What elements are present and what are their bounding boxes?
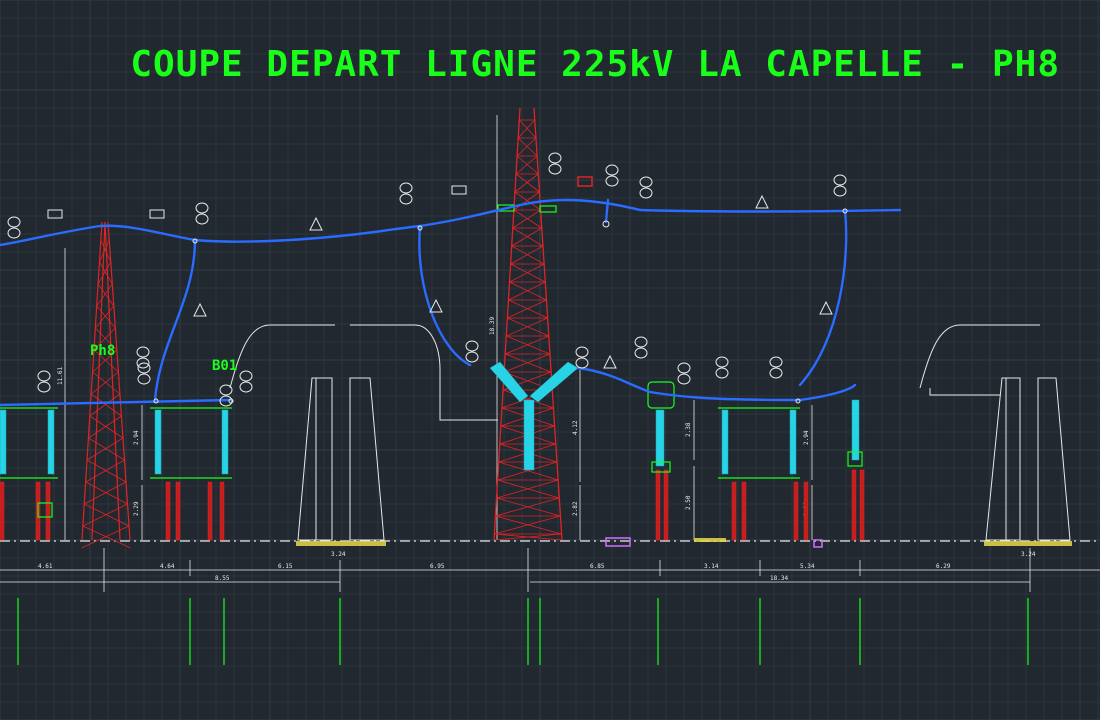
foundation-bases — [296, 537, 1072, 548]
label-ph8: Ph8 — [90, 343, 115, 359]
gantry-outlines — [229, 324, 1071, 541]
svg-text:2.82: 2.82 — [572, 501, 579, 516]
svg-text:2.94: 2.94 — [133, 430, 140, 445]
svg-text:4.61: 4.61 — [38, 563, 53, 570]
conductor-markers — [153, 208, 848, 404]
svg-text:2.29: 2.29 — [133, 501, 140, 516]
svg-text:6.15: 6.15 — [278, 563, 293, 570]
tower-central — [493, 107, 563, 541]
annotation-balloons — [7, 152, 847, 407]
tower-central-bracing — [493, 119, 563, 541]
drawing-title: COUPE DEPART LIGNE 225kV LA CAPELLE - PH… — [130, 44, 1060, 85]
svg-text:6.29: 6.29 — [936, 563, 951, 570]
svg-text:4.64: 4.64 — [160, 563, 175, 570]
svg-text:4.12: 4.12 — [572, 420, 579, 435]
box-tags — [47, 185, 467, 219]
svg-text:3.14: 3.14 — [704, 563, 719, 570]
green-equipment — [0, 204, 863, 518]
bottom-tag-lines — [17, 598, 1029, 665]
dimension-ticks: 4.61 4.64 8.55 6.15 6.95 6.85 3.14 5.34 … — [38, 317, 1036, 582]
svg-text:2.50: 2.50 — [685, 495, 692, 510]
tower-left — [81, 221, 131, 541]
svg-text:18.39: 18.39 — [489, 317, 496, 335]
tower-left-bracing — [81, 239, 131, 549]
svg-text:18.34: 18.34 — [770, 575, 788, 582]
red-tag — [577, 176, 593, 187]
svg-text:2.94: 2.94 — [803, 430, 810, 445]
label-b01: B01 — [212, 358, 237, 374]
svg-text:3.24: 3.24 — [1021, 551, 1036, 558]
dimension-lines — [0, 115, 1100, 592]
insulators — [0, 361, 860, 475]
svg-text:6.95: 6.95 — [430, 563, 445, 570]
svg-text:5.34: 5.34 — [800, 563, 815, 570]
annotation-triangles — [193, 194, 833, 369]
svg-text:6.85: 6.85 — [590, 563, 605, 570]
svg-text:8.55: 8.55 — [215, 575, 230, 582]
svg-text:2.38: 2.38 — [685, 422, 692, 437]
svg-text:3.24: 3.24 — [331, 551, 346, 558]
conductors — [0, 198, 902, 407]
svg-text:11.61: 11.61 — [57, 367, 64, 385]
